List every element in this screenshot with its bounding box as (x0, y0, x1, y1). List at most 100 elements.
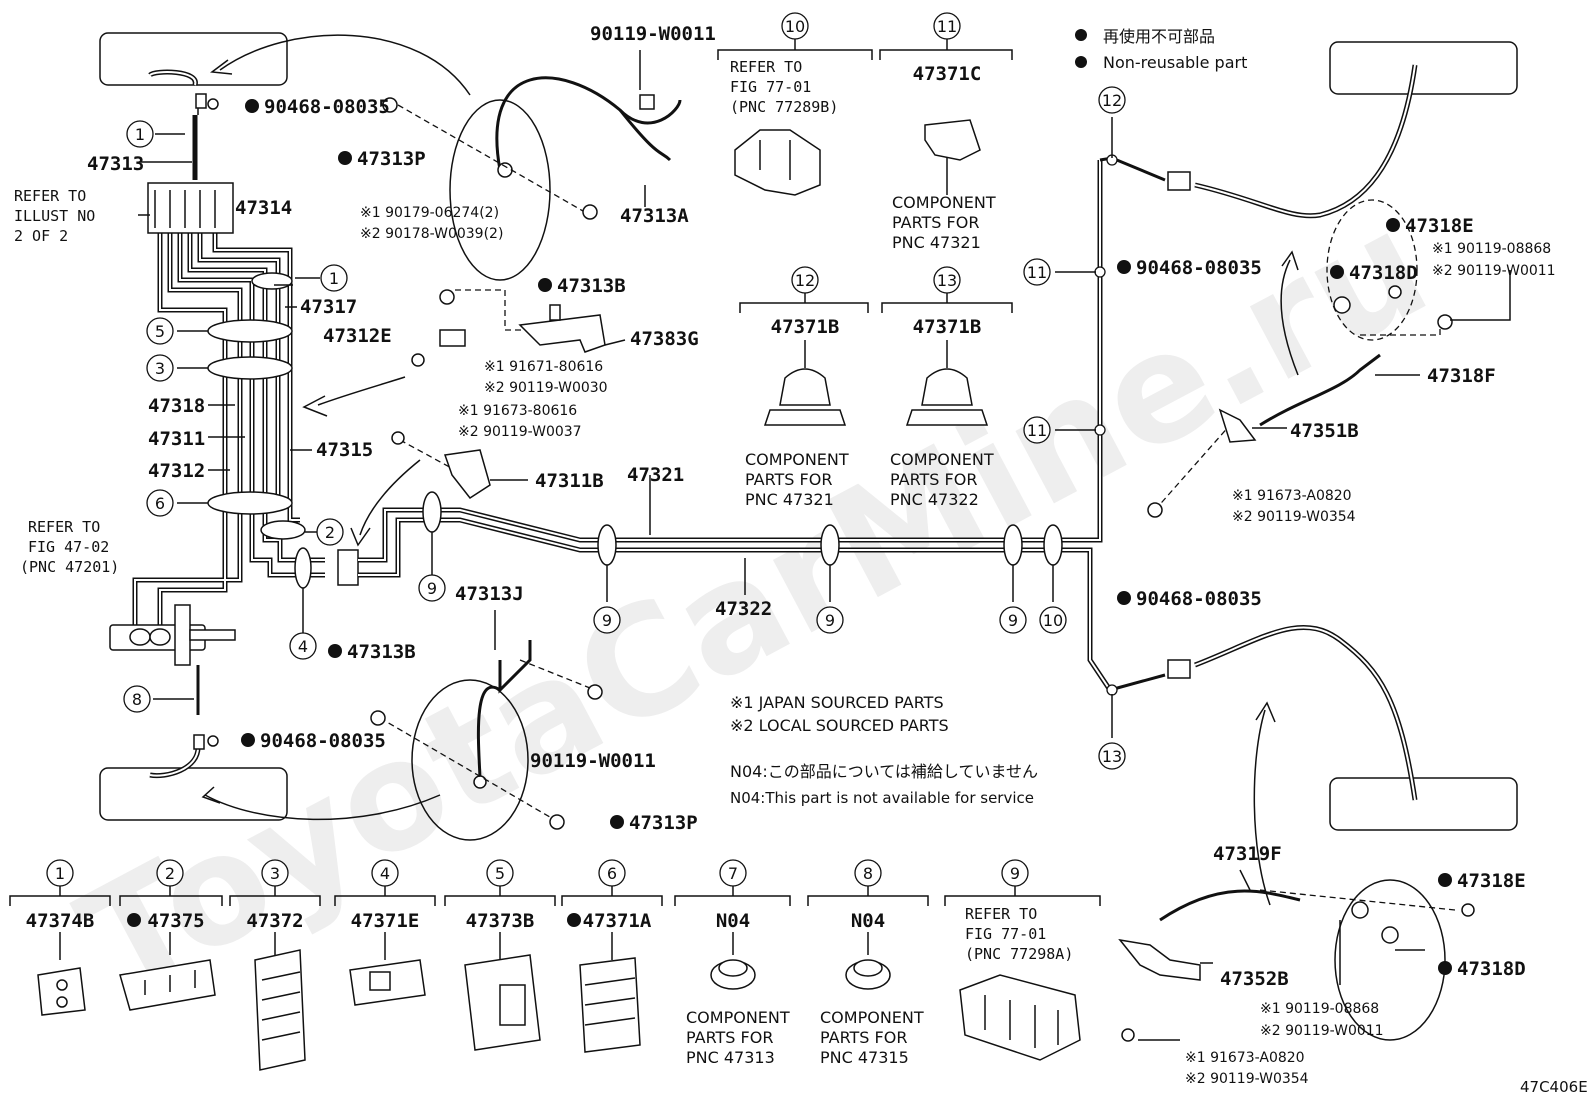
bracket-47351B (1218, 408, 1257, 443)
label-47318D-a: 47318D (1349, 262, 1418, 284)
label-90468-08035-c: 90468-08035 (1136, 257, 1262, 279)
svg-text:47371B: 47371B (771, 316, 840, 338)
bottom-callout-9: 9 REFER TO FIG 77-01 (PNC 77298A) (944, 859, 1101, 1061)
master-cylinder (147, 182, 234, 234)
bottom-callout-3: 3 47372 (229, 859, 321, 1071)
arrow-icon (201, 786, 221, 804)
svg-text:COMPONENT: COMPONENT (820, 1008, 924, 1027)
bracket-47383G (518, 304, 606, 353)
label-90468-08035-d: 90468-08035 (1136, 588, 1262, 610)
sensor-wire-47313J (476, 685, 501, 781)
svg-text:FIG 77-01: FIG 77-01 (730, 78, 811, 96)
svg-text:COMPONENT: COMPONENT (686, 1008, 790, 1027)
bracket-47311B (443, 449, 491, 500)
label-m2-90119-w0037: ※2 90119-W0037 (458, 424, 582, 440)
note-n04-en: N04:This part is not available for servi… (730, 789, 1034, 807)
label-r2b-90119-w0354: ※2 90119-W0354 (1185, 1071, 1309, 1087)
bottom-callout-1: 1 47374B (9, 859, 111, 1016)
clip-47312E (439, 329, 466, 347)
label-90119-w0011-top: 90119-W0011 (590, 23, 716, 45)
nut-icon (439, 289, 455, 305)
bolt-icon (582, 204, 598, 220)
label-47317: 47317 (300, 296, 357, 318)
bottom-callout-7: 7 N04 COMPONENT PARTS FOR PNC 47313 (674, 859, 791, 1067)
bolt-icon (587, 684, 603, 700)
clamp-5 (207, 319, 293, 343)
label-47318F: 47318F (1427, 365, 1496, 387)
svg-text:47372: 47372 (246, 910, 303, 932)
svg-text:9: 9 (1010, 864, 1020, 883)
label-m1-91671: ※1 91671-80616 (484, 359, 603, 375)
diagram-num-8: 8 (132, 690, 142, 709)
bolt-icon (1333, 296, 1351, 314)
callout-12: 12 47371B COMPONENT PARTS FOR PNC 47321 (739, 266, 869, 509)
front-right-wheel-outline (1329, 41, 1518, 95)
diagram-num-9d: 9 (1008, 611, 1018, 630)
legend-en: Non-reusable part (1103, 53, 1247, 72)
svg-text:4: 4 (380, 864, 390, 883)
svg-text:2: 2 (165, 864, 175, 883)
svg-text:PARTS FOR: PARTS FOR (890, 470, 977, 489)
clip-icon (207, 98, 219, 110)
diagram-num-6: 6 (155, 494, 165, 513)
bolt-icon (1381, 926, 1399, 944)
note-n04-jp: N04:この部品については補給していません (730, 762, 1038, 781)
label-47313: 47313 (87, 153, 144, 175)
label-47313B-b: 47313B (347, 641, 416, 663)
diagram-num-7: 1 (135, 125, 145, 144)
bottom-callout-8: 8 N04 COMPONENT PARTS FOR PNC 47315 (807, 859, 929, 1067)
nonreusable-dot-icon (1438, 873, 1452, 887)
nonreusable-dot-icon (1330, 265, 1344, 279)
svg-text:47375: 47375 (147, 910, 204, 932)
arrow-icon (210, 59, 233, 75)
svg-text:13: 13 (937, 271, 957, 290)
ref-fig47-line3: (PNC 47201) (20, 558, 119, 576)
nonreusable-dot-icon (1075, 56, 1087, 68)
ref-illust-line2: ILLUST NO (14, 207, 95, 225)
bolt-icon (1351, 901, 1369, 919)
label-47352B: 47352B (1220, 968, 1289, 990)
svg-text:PNC 47322: PNC 47322 (890, 490, 979, 509)
svg-text:PARTS FOR: PARTS FOR (745, 470, 832, 489)
svg-text:PARTS FOR: PARTS FOR (892, 213, 979, 232)
diagram-num-10: 10 (1043, 611, 1063, 630)
svg-text:11: 11 (937, 17, 957, 36)
nonreusable-dot-icon (328, 644, 342, 658)
bolt-icon (370, 710, 386, 726)
clamp-3 (207, 356, 293, 380)
svg-text:47374B: 47374B (26, 910, 95, 932)
svg-text:47371B: 47371B (913, 316, 982, 338)
clamp-4 (294, 547, 312, 589)
svg-text:8: 8 (863, 864, 873, 883)
nut-icon (549, 814, 565, 830)
nonreusable-dot-icon (245, 99, 259, 113)
label-47313B-a: 47313B (557, 275, 626, 297)
bolt-icon (391, 431, 405, 445)
rear-left-wheel-outline (99, 767, 288, 821)
sensor-wire-47313A (495, 76, 682, 171)
svg-text:PARTS FOR: PARTS FOR (820, 1028, 907, 1047)
label-47313J: 47313J (455, 583, 524, 605)
clamp-2 (260, 520, 306, 540)
label-r2b-90119-w0011: ※2 90119-W0011 (1260, 1023, 1384, 1039)
ref-illust-line1: REFER TO (14, 187, 86, 205)
svg-text:47371E: 47371E (351, 910, 420, 932)
legend-jp: 再使用不可部品 (1103, 27, 1215, 46)
nonreusable-dot-icon (1386, 218, 1400, 232)
bottom-callout-5: 5 47373B (444, 859, 556, 1051)
callout-13: 13 47371B COMPONENT PARTS FOR PNC 47322 (881, 266, 1013, 509)
label-47351B: 47351B (1290, 420, 1359, 442)
label-m1-90179: ※1 90179-06274(2) (360, 205, 499, 221)
label-47312E: 47312E (323, 325, 392, 347)
diagram-num-11b: 11 (1027, 421, 1047, 440)
svg-text:REFER TO: REFER TO (965, 905, 1037, 923)
nonreusable-dot-icon (1438, 961, 1452, 975)
ref-illust-line3: 2 OF 2 (14, 227, 68, 245)
label-47313P-b: 47313P (629, 812, 698, 834)
nonreusable-dot-icon (538, 278, 552, 292)
label-47318: 47318 (148, 395, 205, 417)
ref-fig47-line2: FIG 47-02 (28, 538, 109, 556)
diagram-num-11a: 11 (1027, 263, 1047, 282)
diagram-num-9a: 9 (427, 579, 437, 598)
